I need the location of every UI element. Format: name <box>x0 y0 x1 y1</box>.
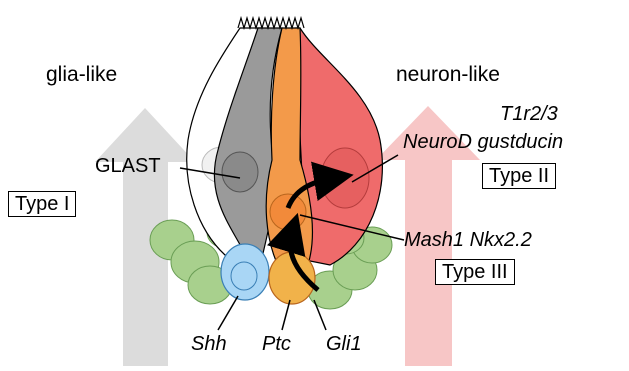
shh-label: Shh <box>191 334 227 354</box>
shh-cell <box>221 244 269 300</box>
ptc-label: Ptc <box>262 334 291 354</box>
glast-label: GLAST <box>95 156 161 176</box>
ptc-pointer <box>282 300 290 330</box>
microvilli <box>238 18 304 28</box>
type3-label: Type III <box>435 259 515 285</box>
type3-nucleus <box>270 194 306 230</box>
neurod-label: NeuroD gustducin <box>403 132 563 152</box>
mash-label: Mash1 Nkx2.2 <box>404 230 532 250</box>
glia-like-label: glia-like <box>46 64 117 85</box>
type2-label: Type II <box>482 163 556 189</box>
glast-nucleus <box>222 152 258 192</box>
type1-label: Type I <box>8 191 76 217</box>
neuron-like-label: neuron-like <box>396 64 500 85</box>
gli-label: Gli1 <box>326 334 362 354</box>
t1r-label: T1r2/3 <box>500 104 558 124</box>
